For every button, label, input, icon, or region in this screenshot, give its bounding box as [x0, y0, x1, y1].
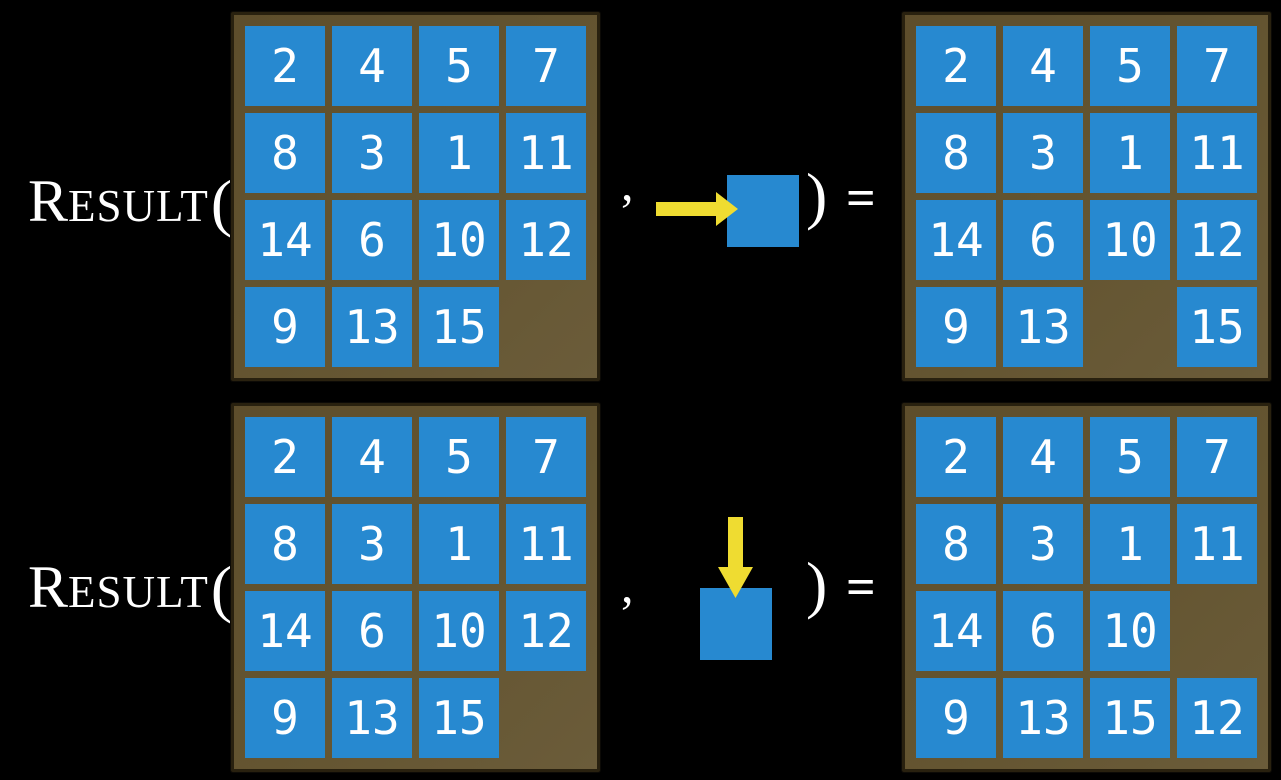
- puzzle-tile-6: 6: [332, 200, 412, 280]
- puzzle-tile-12: 12: [1177, 200, 1257, 280]
- moved-blank-tile: [727, 175, 799, 247]
- puzzle-tile-3: 3: [1003, 504, 1083, 584]
- puzzle-tile-9: 9: [245, 678, 325, 758]
- equals-sign: =: [846, 170, 876, 227]
- puzzle-tile-14: 14: [916, 200, 996, 280]
- arrow-right-icon: [656, 192, 738, 226]
- puzzle-tile-1: 1: [1090, 113, 1170, 193]
- result-label-initial: R: [28, 168, 69, 234]
- puzzle-tile-4: 4: [1003, 26, 1083, 106]
- argument-separator-comma: ,: [621, 557, 634, 613]
- puzzle-tile-5: 5: [419, 417, 499, 497]
- puzzle-tile-11: 11: [1177, 113, 1257, 193]
- open-paren: (: [210, 167, 233, 238]
- puzzle-tile-15: 15: [419, 678, 499, 758]
- arrow-down-icon: [718, 517, 753, 598]
- puzzle-tile-12: 12: [506, 591, 586, 671]
- puzzle-tile-1: 1: [419, 504, 499, 584]
- puzzle-tile-1: 1: [1090, 504, 1170, 584]
- puzzle-tile-10: 10: [1090, 591, 1170, 671]
- moved-blank-tile: [700, 588, 772, 660]
- close-paren: ): [806, 160, 828, 231]
- puzzle-tile-2: 2: [916, 417, 996, 497]
- puzzle-tile-9: 9: [916, 287, 996, 367]
- puzzle-tile-3: 3: [332, 504, 412, 584]
- puzzle-tile-15: 15: [1177, 287, 1257, 367]
- puzzle-tile-8: 8: [245, 113, 325, 193]
- puzzle-tile-7: 7: [1177, 26, 1257, 106]
- puzzle-tile-4: 4: [332, 417, 412, 497]
- puzzle-tile-1: 1: [419, 113, 499, 193]
- puzzle-tile-13: 13: [1003, 287, 1083, 367]
- puzzle-tile-10: 10: [1090, 200, 1170, 280]
- puzzle-tile-11: 11: [1177, 504, 1257, 584]
- puzzle-tile-8: 8: [916, 504, 996, 584]
- puzzle-tile-12: 12: [506, 200, 586, 280]
- puzzle-tile-10: 10: [419, 200, 499, 280]
- puzzle-tile-6: 6: [1003, 200, 1083, 280]
- puzzle-tile-13: 13: [1003, 678, 1083, 758]
- puzzle-tile-11: 11: [506, 504, 586, 584]
- empty-cell: [506, 678, 586, 758]
- puzzle-tile-2: 2: [245, 26, 325, 106]
- puzzle-tile-12: 12: [1177, 678, 1257, 758]
- puzzle-tile-4: 4: [1003, 417, 1083, 497]
- puzzle-tile-14: 14: [916, 591, 996, 671]
- puzzle-tile-4: 4: [332, 26, 412, 106]
- result-label-rest: ESULT: [68, 181, 209, 231]
- puzzle-tile-8: 8: [245, 504, 325, 584]
- puzzle-tile-15: 15: [1090, 678, 1170, 758]
- equals-sign: =: [846, 559, 876, 616]
- result-label-initial: R: [28, 554, 69, 620]
- empty-cell: [1090, 287, 1170, 367]
- puzzle-tile-15: 15: [419, 287, 499, 367]
- puzzle-tile-9: 9: [916, 678, 996, 758]
- puzzle-tile-7: 7: [506, 26, 586, 106]
- puzzle-tile-14: 14: [245, 591, 325, 671]
- puzzle-tile-14: 14: [245, 200, 325, 280]
- puzzle-tile-13: 13: [332, 287, 412, 367]
- empty-cell: [1177, 591, 1257, 671]
- puzzle-tile-7: 7: [506, 417, 586, 497]
- puzzle-tile-7: 7: [1177, 417, 1257, 497]
- puzzle-tile-9: 9: [245, 287, 325, 367]
- puzzle-tile-3: 3: [332, 113, 412, 193]
- close-paren: ): [806, 549, 828, 620]
- puzzle-tile-5: 5: [1090, 417, 1170, 497]
- puzzle-tile-2: 2: [245, 417, 325, 497]
- puzzle-tile-2: 2: [916, 26, 996, 106]
- puzzle-tile-5: 5: [1090, 26, 1170, 106]
- puzzle-tile-8: 8: [916, 113, 996, 193]
- puzzle-tile-3: 3: [1003, 113, 1083, 193]
- puzzle-tile-5: 5: [419, 26, 499, 106]
- result-label-rest: ESULT: [68, 567, 209, 617]
- puzzle-tile-13: 13: [332, 678, 412, 758]
- open-paren: (: [210, 553, 233, 624]
- puzzle-tile-6: 6: [332, 591, 412, 671]
- puzzle-tile-11: 11: [506, 113, 586, 193]
- empty-cell: [506, 287, 586, 367]
- argument-separator-comma: ,: [621, 155, 634, 211]
- puzzle-tile-10: 10: [419, 591, 499, 671]
- puzzle-tile-6: 6: [1003, 591, 1083, 671]
